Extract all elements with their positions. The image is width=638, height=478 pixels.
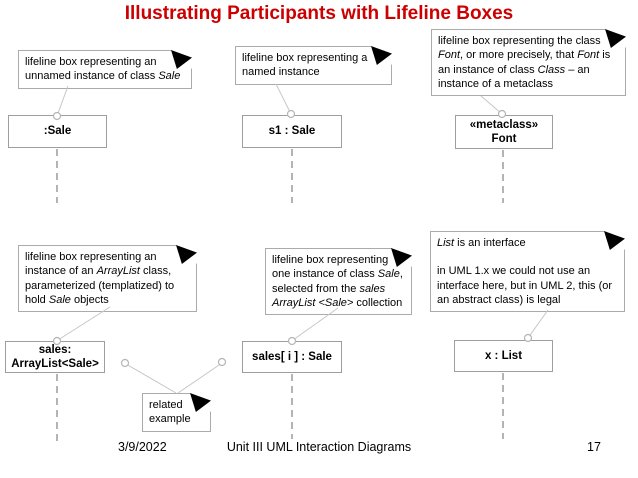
note-list-interface: List is an interface in UML 1.x we could… [430,231,625,313]
note-one-instance: lifeline box representing one instance o… [265,248,412,316]
footer-title: Unit III UML Interaction Diagrams [226,440,412,454]
note-metaclass: lifeline box representing the class Font… [431,29,626,97]
lifeline-box-label: s1 : Sale [268,125,316,138]
lifeline-box-x-list: x : List [454,340,553,372]
footer-date: 3/9/2022 [118,440,167,454]
lifeline-box-sale: :Sale [8,115,107,148]
page-title: Illustrating Participants with Lifeline … [124,3,514,24]
lifeline-box-label: Font [491,133,517,145]
folded-corner-icon [171,50,192,69]
note-text: lifeline box representing one instance o… [272,254,403,309]
folded-corner-icon [605,29,626,48]
note-unnamed-instance: lifeline box representing an unnamed ins… [18,50,192,89]
lifeline-box-label: «metaclass» [469,118,539,131]
folded-corner-icon [391,248,412,267]
note-arraylist: lifeline box representing an instance of… [18,245,197,313]
lifeline-box-label: sales: [38,343,72,356]
note-text: lifeline box representing an unnamed ins… [25,56,181,83]
lifeline-box-sales-i: sales[ i ] : Sale [242,341,342,373]
lifeline-box-label: sales[ i ] : Sale [252,350,332,363]
note-text: lifeline box representing a named instan… [242,52,368,79]
footer-page-number: 17 [587,440,601,454]
note-text: in UML 1.x we could not use an interface… [437,265,613,306]
folded-corner-icon [190,393,211,412]
lifeline-box-metaclass-font: «metaclass» Font [455,115,553,149]
lifeline-box-sales-arraylist: sales: ArrayList<Sale> [5,341,105,373]
folded-corner-icon [604,231,625,250]
note-text: lifeline box representing an instance of… [25,251,175,306]
lifeline-box-label: :Sale [43,125,72,138]
note-named-instance: lifeline box representing a named instan… [235,46,392,85]
note-text: lifeline box representing the class Font… [438,35,611,90]
lifeline-box-s1-sale: s1 : Sale [242,115,342,148]
note-text: related example [149,399,191,426]
folded-corner-icon [176,245,197,264]
lifeline-box-label: ArrayList<Sale> [11,358,99,370]
note-related-example: related example [142,393,211,432]
folded-corner-icon [371,46,392,65]
lifeline-box-label: x : List [484,349,523,362]
note-text: List is an interface [437,237,526,249]
